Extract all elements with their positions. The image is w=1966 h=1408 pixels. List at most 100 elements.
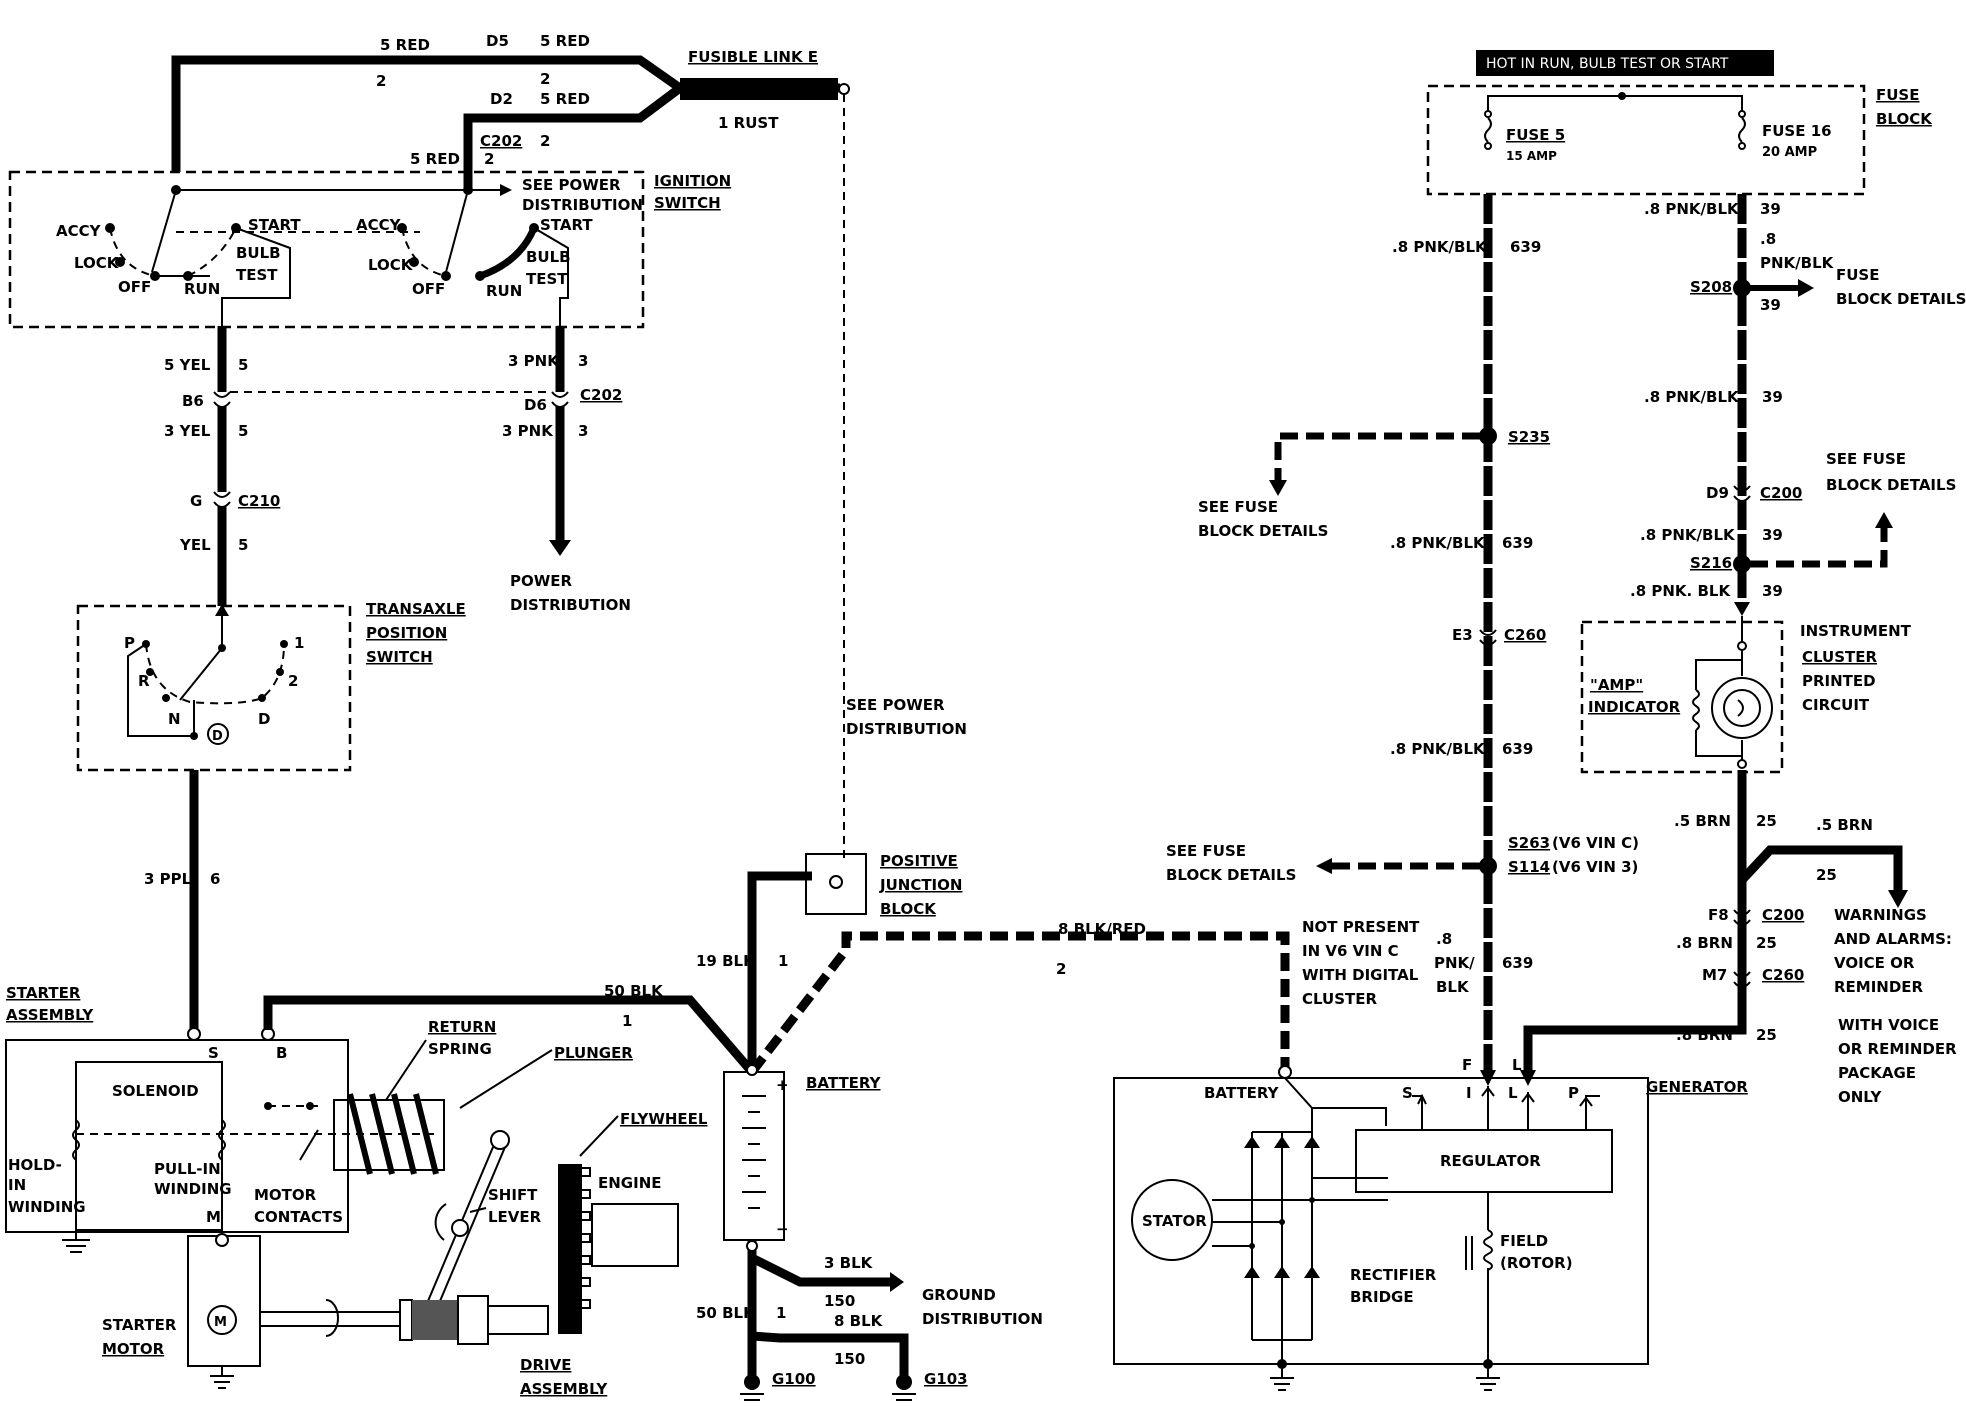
off-2: OFF xyxy=(412,280,445,298)
fuse-block-2: BLOCK xyxy=(1876,110,1933,128)
wire-19blk: 19 BLK xyxy=(696,952,756,970)
num-25a: 25 xyxy=(1756,812,1777,830)
amp-indicator-symbol xyxy=(1692,616,1773,769)
wire-yel: YEL xyxy=(179,536,211,554)
num-3a: 3 xyxy=(578,352,588,370)
connector-g: G xyxy=(190,492,202,510)
pos-p: P xyxy=(124,634,135,652)
num-5c: 5 xyxy=(238,536,248,554)
ic-4: CIRCUIT xyxy=(1802,696,1870,714)
splice-s235: S235 xyxy=(1508,428,1550,446)
ground-g103: G103 xyxy=(924,1370,968,1388)
term-s: S xyxy=(208,1044,219,1062)
num-3b: 3 xyxy=(578,422,588,440)
connector-d5: D5 xyxy=(486,32,509,50)
wire-5brn-a: .5 BRN xyxy=(1674,812,1731,830)
bulb-1a: BULB xyxy=(236,244,281,262)
return-spring-1: RETURN xyxy=(428,1018,496,1036)
pjb-2: JUNCTION xyxy=(879,876,962,894)
field-2: (ROTOR) xyxy=(1500,1254,1573,1272)
starter-box xyxy=(5,1039,349,1233)
connector-d9: D9 xyxy=(1706,484,1729,502)
field-1: FIELD xyxy=(1500,1232,1548,1250)
ground-icons-starter xyxy=(62,1239,234,1389)
wire-3blk: 3 BLK xyxy=(824,1254,874,1272)
see-power-dist-1: SEE POWER xyxy=(522,176,621,194)
fuse-block-details-1: FUSE xyxy=(1836,266,1879,284)
num-2d: 2 xyxy=(484,150,494,168)
starter-motor-housing xyxy=(187,1235,261,1367)
wire-39d: .8 PNK/BLK xyxy=(1640,526,1736,544)
wire-5red-right: 5 RED xyxy=(540,32,590,50)
see-fuse-1b: BLOCK DETAILS xyxy=(1198,522,1328,540)
pos-1: 1 xyxy=(294,634,304,652)
shift-lever-2: LEVER xyxy=(488,1208,542,1226)
ground-dist-2: DISTRIBUTION xyxy=(922,1310,1043,1328)
battery-label: BATTERY xyxy=(806,1074,882,1092)
wire-39b-2: PNK/BLK xyxy=(1760,254,1835,272)
ignition-title-1: IGNITION xyxy=(654,172,731,190)
fuse5-amp: 15 AMP xyxy=(1506,149,1557,163)
ic-3: PRINTED xyxy=(1802,672,1876,690)
run-1: RUN xyxy=(184,280,220,298)
ignition-switch-1 xyxy=(105,185,420,326)
shift-lever-1: SHIFT xyxy=(488,1186,538,1204)
battery-symbol xyxy=(723,1071,785,1241)
num-5b: 5 xyxy=(238,422,248,440)
stator xyxy=(1131,1179,1213,1261)
see-power-dist-b2: DISTRIBUTION xyxy=(846,720,967,738)
ic-1: INSTRUMENT xyxy=(1800,622,1912,640)
battery-wires xyxy=(747,871,1290,1378)
num-639d: 639 xyxy=(1502,954,1533,972)
see-fuse-3a: SEE FUSE xyxy=(1166,842,1246,860)
fuse-block-box xyxy=(1426,84,1866,196)
see-fuse-2a: SEE FUSE xyxy=(1826,450,1906,468)
term-m: M xyxy=(206,1208,221,1226)
num-2-bat: 2 xyxy=(1056,960,1066,978)
transaxle-switch xyxy=(127,616,288,745)
see-fuse-3b: BLOCK DETAILS xyxy=(1166,866,1296,884)
wire-39c: .8 PNK/BLK xyxy=(1644,388,1740,406)
pjb-3: BLOCK xyxy=(880,900,937,918)
off-1: OFF xyxy=(118,278,151,296)
num-25d: 25 xyxy=(1756,1026,1777,1044)
wire-8brn-a: .8 BRN xyxy=(1676,934,1733,952)
num-1-a: 1 xyxy=(622,1012,632,1030)
not-present-3: WITH DIGITAL xyxy=(1302,966,1419,984)
pos-d-circle: D xyxy=(212,729,223,744)
splice-s263: S263 xyxy=(1508,834,1550,852)
instrument-cluster-box xyxy=(1580,620,1784,774)
see-fuse-2b: BLOCK DETAILS xyxy=(1826,476,1956,494)
splice-s208: S208 xyxy=(1690,278,1732,296)
not-present-1: NOT PRESENT xyxy=(1302,918,1420,936)
wire-5yel: 5 YEL xyxy=(164,356,211,374)
voice-4: ONLY xyxy=(1838,1088,1883,1106)
wire-5red-low: 5 RED xyxy=(410,150,460,168)
connector-c210: C210 xyxy=(238,492,280,510)
battery-minus: − xyxy=(776,1220,789,1238)
connector-c260b: C260 xyxy=(1762,966,1804,984)
num-150b: 150 xyxy=(834,1350,865,1368)
connector-c260a: C260 xyxy=(1504,626,1546,644)
pull-2: WINDING xyxy=(154,1180,232,1198)
num-39b: 39 xyxy=(1760,296,1781,314)
fuse16-amp: 20 AMP xyxy=(1762,145,1817,160)
ground-icons-generator xyxy=(1270,1359,1500,1391)
engine-box xyxy=(591,1203,679,1267)
splice-s263-vin: (V6 VIN C) xyxy=(1552,834,1639,852)
fuse5-label: FUSE 5 xyxy=(1506,126,1565,144)
starter-title-2: ASSEMBLY xyxy=(6,1006,94,1024)
ic-2: CLUSTER xyxy=(1802,648,1877,666)
see-power-dist-b1: SEE POWER xyxy=(846,696,945,714)
ground-icons-battery xyxy=(740,1374,916,1401)
see-power-dist-2: DISTRIBUTION xyxy=(522,196,643,214)
connector-m7: M7 xyxy=(1702,966,1727,984)
return-spring-2: SPRING xyxy=(428,1040,492,1058)
connector-c202-top: C202 xyxy=(480,132,522,150)
gen-term-p: P xyxy=(1568,1084,1579,1102)
battery-plus: + xyxy=(776,1076,789,1094)
hot-label-box xyxy=(1476,50,1774,76)
pos-n: N xyxy=(168,710,181,728)
fusible-link xyxy=(680,78,838,100)
transaxle-1: TRANSAXLE xyxy=(366,600,466,618)
